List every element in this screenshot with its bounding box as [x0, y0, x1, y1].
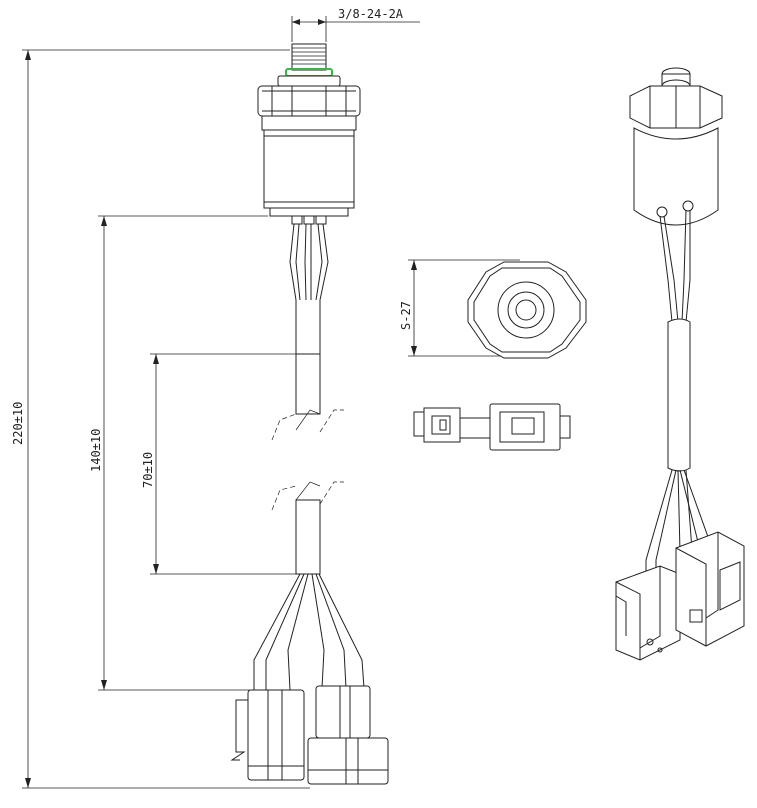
connector-left-isometric — [615, 565, 681, 661]
overall-length-dimension: 220±10 — [11, 49, 310, 789]
connector-right-front — [307, 685, 389, 785]
hex-nut — [257, 85, 361, 117]
overall-length-label: 220±10 — [11, 402, 25, 445]
hex-size-label: S-27 — [399, 301, 413, 330]
thread-fitting — [291, 43, 327, 71]
mated-connector-view — [413, 403, 571, 451]
sensor-front-view — [257, 43, 361, 225]
jacket-length-label: 70±10 — [141, 452, 155, 488]
hex-top-view: S-27 — [399, 259, 587, 359]
sensor-body — [263, 129, 355, 217]
sensor-isometric-view — [629, 67, 723, 580]
thread-dimension: 3/8-24-2A — [291, 7, 420, 42]
cable-length-label: 140±10 — [89, 429, 103, 472]
connector-left-front — [230, 689, 305, 781]
connector-right-isometric — [675, 531, 745, 647]
cable-front-view — [253, 223, 365, 691]
thread-label: 3/8-24-2A — [338, 7, 404, 21]
cable-length-dimension: 140±10 — [89, 215, 268, 691]
jacket-length-dimension: 70±10 — [141, 353, 296, 575]
